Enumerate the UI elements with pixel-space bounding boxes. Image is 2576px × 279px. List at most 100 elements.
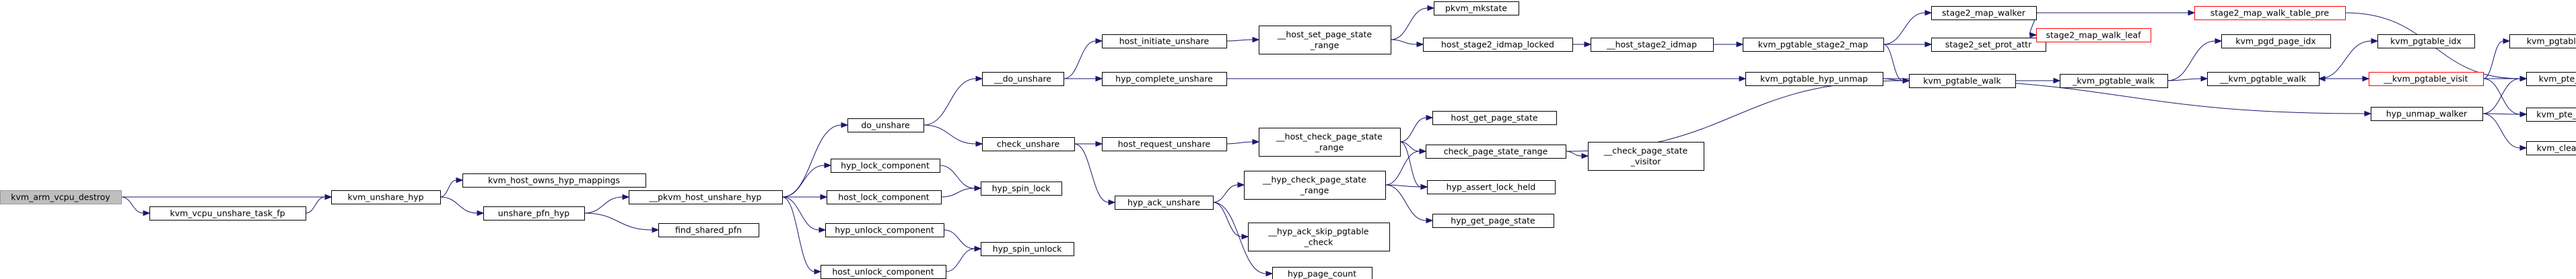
node-find-shared-pfn[interactable]: find_shared_pfn [658, 223, 759, 237]
node-box [1423, 38, 1573, 52]
node-kvm-pte-table[interactable]: kvm_pte_table [2526, 108, 2576, 122]
node-pkvm-host-unshare-hyp[interactable]: __pkvm_host_unshare_hyp [629, 190, 783, 204]
edge-hyp-check-page-state-range-to-check-page-state-range [1385, 148, 1427, 186]
node-check-unshare[interactable]: check_unshare [982, 137, 1075, 151]
edge-arrowhead [652, 227, 660, 233]
node-hyp-unlock-component[interactable]: hyp_unlock_component [825, 223, 944, 237]
edge-arrowhead [1924, 9, 1933, 16]
edge-line [781, 196, 820, 231]
edge-hyp-ack-unshare-to-hyp-page-count [1212, 202, 1274, 277]
node-label: hyp_get_page_state [1451, 216, 1535, 226]
node-kvm-pgtable-visit[interactable]: __kvm_pgtable_visit [2369, 72, 2484, 86]
node-kvm-pgd-page-idx[interactable]: kvm_pgd_page_idx [2221, 34, 2331, 48]
edge-arrowhead [1426, 114, 1434, 121]
node-hyp-ack-skip-pgtable-check[interactable]: __hyp_ack_skip_pgtable_check [1248, 223, 1390, 251]
node-stage2-map-walk-leaf[interactable]: stage2_map_walk_leaf [2036, 28, 2151, 42]
node-kvm-arm-vcpu-destroy[interactable]: kvm_arm_vcpu_destroy [0, 190, 122, 204]
node-host-set-page-state-range[interactable]: __host_set_page_state_range [1259, 26, 1391, 54]
node-hyp-check-page-state-range[interactable]: __hyp_check_page_state_range [1244, 171, 1386, 200]
edge-line [2318, 40, 2372, 79]
node-do-unshare[interactable]: __do_unshare [982, 72, 1064, 86]
node-box [1115, 196, 1214, 210]
node-kvm-pgtable-walk[interactable]: __kvm_pgtable_walk [2207, 72, 2320, 86]
edge-kvm-pgtable-visit-to-kvm-pgtable-visitor-cb [2482, 38, 2511, 79]
node-stage2-set-prot-attr[interactable]: stage2_set_prot_attr [1931, 38, 2046, 52]
node-do-unshare[interactable]: do_unshare [847, 118, 924, 132]
node-hyp-page-count[interactable]: hyp_page_count [1272, 267, 1372, 279]
node-unshare-pfn-hyp[interactable]: unshare_pfn_hyp [483, 206, 585, 221]
node-kvm-pgtable-visitor-cb[interactable]: kvm_pgtable_visitor_cb [2509, 34, 2576, 48]
node-stage2-map-walk-table-pre[interactable]: stage2_map_walk_table_pre [2194, 6, 2346, 20]
node-hyp-spin-unlock[interactable]: hyp_spin_unlock [981, 242, 1074, 256]
node-host-stage2-idmap[interactable]: __host_stage2_idmap [1591, 38, 1714, 52]
edge-line [1399, 117, 1427, 143]
node-kvm-clear-pte[interactable]: kvm_clear_pte [2526, 141, 2576, 155]
node-box [2207, 72, 2320, 86]
node-kvm-pte-follow[interactable]: kvm_pte_follow [2526, 72, 2576, 86]
node-box [2377, 34, 2475, 48]
edge-line [1212, 184, 1239, 203]
node-hyp-complete-unshare[interactable]: hyp_complete_unshare [1102, 72, 1227, 86]
node-kvm-host-owns-hyp-mappings[interactable]: kvm_host_owns_hyp_mappings [462, 173, 646, 188]
node-host-request-unshare[interactable]: host_request_unshare [1102, 137, 1227, 151]
node-host-lock-component[interactable]: host_lock_component [827, 190, 942, 204]
node-host-stage2-idmap-locked[interactable]: host_stage2_idmap_locked [1423, 38, 1573, 52]
node-kvm-pgtable-walk[interactable]: kvm_pgtable_walk [1909, 74, 2016, 88]
node-box [1588, 142, 1704, 171]
node-box [831, 159, 940, 173]
node-label: stage2_set_prot_attr [1945, 40, 2032, 50]
node-label: __check_page_state [1603, 146, 1688, 156]
node-hyp-get-page-state[interactable]: hyp_get_page_state [1432, 214, 1554, 228]
node-label: check_page_state_range [1444, 147, 1548, 157]
edge-arrowhead [2053, 77, 2061, 84]
node-host-get-page-state[interactable]: host_get_page_state [1432, 111, 1557, 125]
node-hyp-spin-lock[interactable]: hyp_spin_lock [981, 182, 1062, 196]
node-hyp-ack-unshare[interactable]: hyp_ack_unshare [1115, 196, 1214, 210]
node-label: __host_set_page_state [1277, 30, 1372, 40]
node-pkvm-mkstate[interactable]: pkvm_mkstate [1434, 1, 1519, 15]
edge-line [584, 196, 623, 214]
node-kvm-vcpu-unshare-task-fp[interactable]: kvm_vcpu_unshare_task_fp [149, 206, 306, 221]
edge-arrowhead [820, 194, 828, 200]
node-box [658, 223, 759, 237]
node-hyp-assert-lock-held[interactable]: hyp_assert_lock_held [1427, 180, 1556, 194]
edge-pkvm-host-unshare-hyp-to-host-unlock-component [781, 196, 822, 275]
node-check-page-state-range[interactable]: check_page_state_range [1426, 145, 1566, 159]
node-kvm-pgtable-walk[interactable]: _kvm_pgtable_walk [2060, 74, 2168, 88]
node-host-unlock-component[interactable]: host_unlock_component [821, 265, 946, 279]
edge-kvm-arm-vcpu-destroy-to-kvm-unshare-hyp [120, 194, 333, 200]
node-box [847, 118, 924, 132]
node-hyp-lock-component[interactable]: hyp_lock_component [831, 159, 940, 173]
edge-line [1390, 39, 1418, 45]
node-kvm-unshare-hyp[interactable]: kvm_unshare_hyp [331, 190, 441, 204]
node-label: hyp_unmap_walker [2386, 109, 2468, 119]
node-label: __kvm_pgtable_visit [2383, 74, 2468, 84]
node-label: kvm_clear_pte [2537, 143, 2576, 153]
edge-pkvm-host-unshare-hyp-to-hyp-lock-component [781, 162, 832, 198]
node-check-page-state-visitor[interactable]: __check_page_state_visitor [1588, 142, 1704, 171]
node-box [1244, 171, 1386, 200]
node-label: _range [1300, 186, 1329, 196]
node-box [1432, 111, 1557, 125]
node-box [1102, 72, 1227, 86]
node-host-check-page-state-range[interactable]: __host_check_page_state_range [1259, 128, 1401, 157]
edge-line [945, 248, 975, 272]
edge-arrowhead [1739, 75, 1747, 82]
node-box [1591, 38, 1714, 52]
edge-arrowhead [1419, 148, 1427, 155]
node-kvm-pgtable-stage2-map[interactable]: kvm_pgtable_stage2_map [1743, 38, 1884, 52]
node-box [331, 190, 441, 204]
node-kvm-pgtable-idx[interactable]: kvm_pgtable_idx [2377, 34, 2475, 48]
edge-arrowhead [2519, 111, 2528, 118]
node-box [2221, 34, 2331, 48]
node-hyp-unmap-walker[interactable]: hyp_unmap_walker [2371, 107, 2483, 121]
edge-line [1063, 40, 1096, 79]
node-label: _kvm_pgtable_walk [2072, 76, 2155, 86]
node-stage2-map-walker[interactable]: stage2_map_walker [1931, 6, 2037, 20]
node-host-initiate-unshare[interactable]: host_initiate_unshare [1102, 34, 1227, 48]
edge-arrowhead [143, 210, 151, 216]
edge-arrowhead [2188, 9, 2196, 16]
node-kvm-pgtable-hyp-unmap[interactable]: kvm_pgtable_hyp_unmap [1745, 72, 1883, 86]
node-box [1272, 267, 1372, 279]
node-label: __host_stage2_idmap [1606, 40, 1697, 50]
